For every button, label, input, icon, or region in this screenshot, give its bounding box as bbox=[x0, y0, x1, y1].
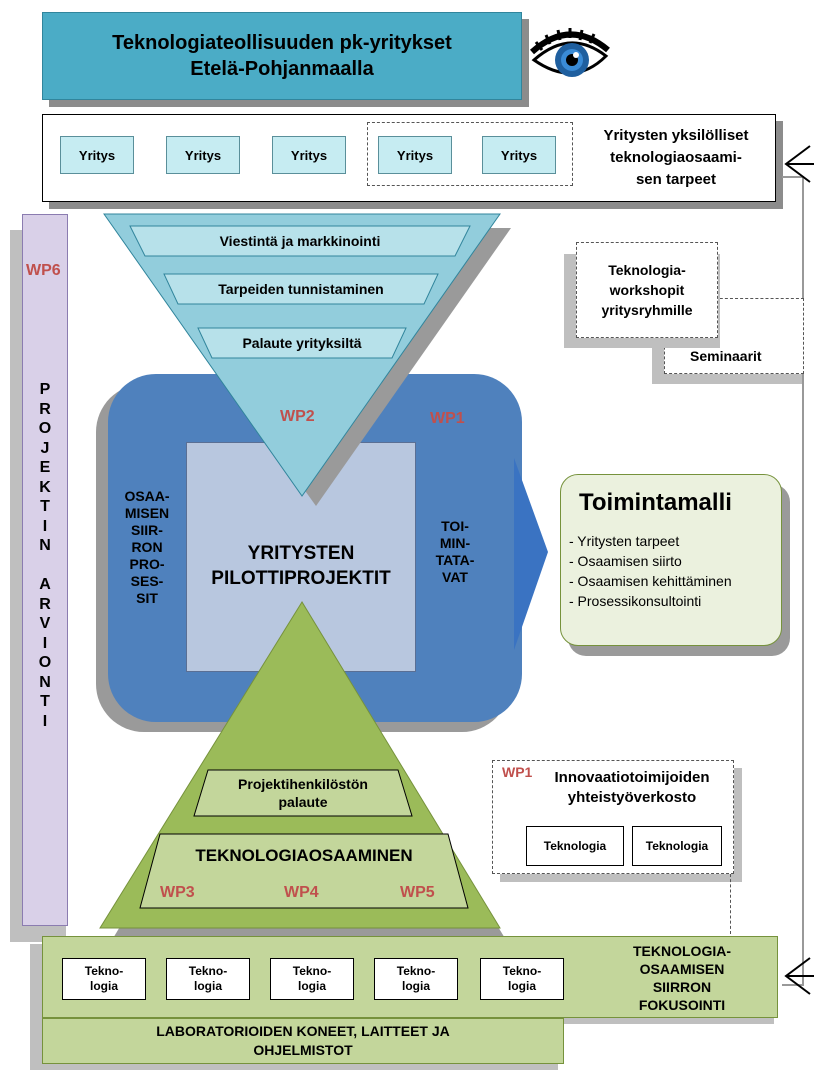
eye-icon bbox=[530, 22, 610, 90]
toimintamalli-item: - Prosessikonsultointi bbox=[569, 593, 702, 609]
company-label: Yritys bbox=[78, 147, 116, 163]
wp6-letter: T bbox=[40, 498, 50, 515]
wp6-vertical-text: P R O J E K T I N A R V I O N T I bbox=[22, 380, 68, 731]
network-title: Innovaatiotoimijoiden yhteistyöverkosto bbox=[554, 769, 710, 806]
technology-box-2: Tekno- logia bbox=[166, 958, 250, 1000]
technology-box-3: Tekno- logia bbox=[270, 958, 354, 1000]
pyramid-wp5-label: WP5 bbox=[400, 884, 435, 901]
network-wp1-label: WP1 bbox=[502, 764, 533, 780]
company-box-3: Yritys bbox=[272, 136, 346, 174]
technology-box-1: Tekno- logia bbox=[62, 958, 146, 1000]
toimintamalli-item: - Osaamisen kehittäminen bbox=[569, 573, 732, 589]
toimintamalli-box: Toimintamalli - Yritysten tarpeet - Osaa… bbox=[560, 474, 782, 646]
header-title-line1: Teknologiateollisuuden pk-yritykset bbox=[112, 32, 452, 54]
network-technology-2: Teknologia bbox=[632, 826, 722, 866]
company-needs-label: Yritysten yksilölliset teknologiaosaami-… bbox=[603, 127, 749, 188]
wp6-letter: I bbox=[42, 517, 48, 535]
company-box-2: Yritys bbox=[166, 136, 240, 174]
company-label: Yritys bbox=[290, 147, 328, 163]
funnel-step-shape-3 bbox=[197, 327, 407, 359]
funnel-step-shape-2 bbox=[163, 273, 439, 305]
funnel-step-2: Tarpeiden tunnistaminen bbox=[218, 281, 384, 297]
company-label: Yritys bbox=[500, 147, 538, 163]
return-arrow-bottom bbox=[784, 957, 814, 995]
wp6-letter: R bbox=[39, 595, 51, 613]
companies-group-dashed bbox=[367, 122, 573, 186]
staff-feedback-label: Projektihenkilöstön palaute bbox=[238, 776, 368, 810]
technology-expertise-title: TEKNOLOGIAOSAAMINEN bbox=[195, 846, 413, 865]
wp6-bar bbox=[22, 214, 68, 926]
operating-methods-label: TOI- MIN- TATA- VAT bbox=[435, 518, 475, 585]
wp6-letter: J bbox=[40, 439, 50, 457]
toimintamalli-list: - Yritysten tarpeet - Osaamisen siirto -… bbox=[569, 531, 732, 611]
pyramid-feedback-shape bbox=[193, 769, 413, 817]
return-arrow-top bbox=[784, 145, 814, 183]
header-box: Teknologiateollisuuden pk-yritykset Etel… bbox=[42, 12, 522, 100]
technology-box-5: Tekno- logia bbox=[480, 958, 564, 1000]
output-arrow bbox=[514, 458, 548, 650]
funnel-step-1: Viestintä ja markkinointi bbox=[219, 233, 381, 249]
network-connector bbox=[730, 874, 731, 934]
wp6-letter: E bbox=[39, 459, 51, 476]
company-label: Yritys bbox=[184, 147, 222, 163]
wp6-letter: R bbox=[39, 400, 51, 418]
pilot-projects-title: YRITYSTEN PILOTTIPROJEKTIT bbox=[211, 543, 391, 589]
wp6-letter: T bbox=[40, 693, 50, 710]
technology-box-4: Tekno- logia bbox=[374, 958, 458, 1000]
wp6-letter: O bbox=[38, 420, 52, 437]
wp6-letter: K bbox=[39, 478, 51, 496]
company-label: Yritys bbox=[396, 147, 434, 163]
wp6-letter: N bbox=[39, 673, 51, 691]
technology-focus-label: TEKNOLOGIA- OSAAMISEN SIIRRON FOKUSOINTI bbox=[633, 943, 731, 1013]
wp6-label: WP6 bbox=[26, 262, 61, 279]
wp6-letter: P bbox=[39, 381, 51, 398]
feedback-return-line bbox=[782, 176, 804, 986]
network-technology-1: Teknologia bbox=[526, 826, 624, 866]
toimintamalli-item: - Osaamisen siirto bbox=[569, 553, 682, 569]
wp6-letter: N bbox=[39, 537, 51, 554]
funnel-step-3: Palaute yrityksiltä bbox=[242, 335, 362, 351]
wp6-letter: O bbox=[38, 654, 52, 671]
funnel-wp2-label: WP2 bbox=[280, 408, 315, 425]
toimintamalli-item: - Yritysten tarpeet bbox=[569, 533, 680, 549]
pyramid-wp4-label: WP4 bbox=[284, 884, 319, 901]
company-box-5: Yritys bbox=[482, 136, 556, 174]
toimintamalli-title: Toimintamalli bbox=[579, 489, 732, 516]
wp6-letter: I bbox=[42, 712, 48, 730]
pilot-wp1-label: WP1 bbox=[430, 410, 465, 427]
pyramid-base-shape bbox=[139, 833, 469, 909]
wp6-letter: V bbox=[39, 615, 51, 632]
company-box-4: Yritys bbox=[378, 136, 452, 174]
company-box-1: Yritys bbox=[60, 136, 134, 174]
seminars-label: Seminaarit bbox=[690, 348, 762, 364]
workshops-box: Teknologia- workshopit yritysryhmille bbox=[576, 242, 718, 338]
header-title-line2: Etelä-Pohjanmaalla bbox=[190, 58, 374, 80]
funnel-step-shape-1 bbox=[129, 225, 471, 257]
wp6-letter: I bbox=[42, 634, 48, 652]
labs-label: LABORATORIOIDEN KONEET, LAITTEET JA OHJE… bbox=[42, 1018, 564, 1064]
knowledge-transfer-process-label: OSAA- MISEN SIIR- RON PRO- SES- SIT bbox=[124, 488, 170, 606]
pyramid-wp3-label: WP3 bbox=[160, 884, 195, 901]
wp6-letter: A bbox=[39, 576, 51, 593]
